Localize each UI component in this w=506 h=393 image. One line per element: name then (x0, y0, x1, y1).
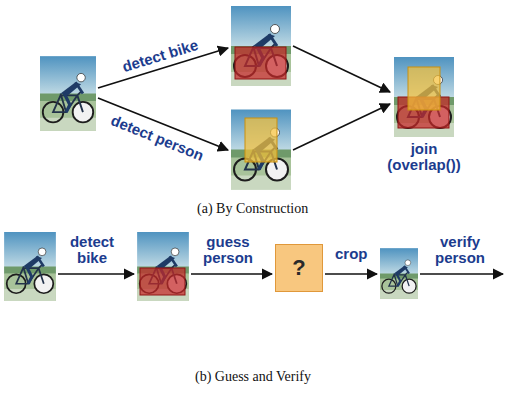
figure-caption: (b) Guess and Verify (195, 368, 311, 385)
step-label: verify person (430, 234, 490, 266)
step-label: detect person (109, 112, 206, 164)
arrow (293, 104, 390, 150)
cyclist-photo (380, 248, 418, 299)
cyclist-photo (231, 6, 291, 86)
bike-box (235, 47, 286, 79)
step-label: join (overlap()) (374, 141, 474, 173)
step-label: guess person (198, 234, 258, 266)
person-box (408, 67, 440, 110)
cyclist-photo (137, 232, 189, 301)
arrow (191, 273, 272, 275)
cyclist-photo (4, 232, 56, 301)
cyclist-photo (40, 56, 96, 131)
arrow (325, 273, 377, 275)
cyclist-photo (231, 110, 291, 190)
person-box (245, 118, 277, 162)
step-label: crop (335, 246, 368, 262)
figure-caption: (a) By Construction (197, 200, 308, 217)
arrow (293, 46, 390, 92)
bike-box (140, 268, 185, 295)
guess-box: ? (275, 244, 323, 292)
box-text: ? (292, 255, 305, 281)
cyclist-photo (394, 57, 454, 137)
arrow (58, 273, 134, 275)
step-label: detect bike (63, 234, 121, 266)
arrow (420, 273, 503, 275)
